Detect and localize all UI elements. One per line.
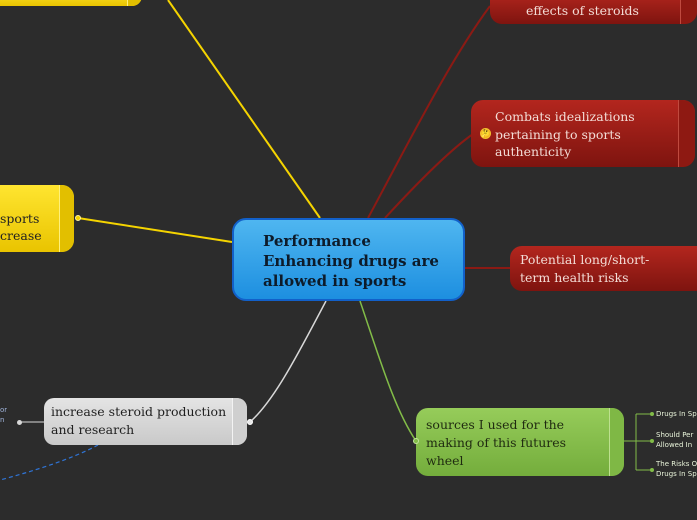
node-cap: [59, 185, 74, 252]
link-central-to-top-yellow: [167, 0, 321, 219]
red-node-combats-idealizations[interactable]: 🤔 Combats idealizations pertaining to sp…: [471, 100, 695, 167]
yellow-connector-dot: [75, 215, 81, 221]
yellow-node-label: sports crease: [0, 211, 42, 243]
thinking-face-icon: 🤔: [480, 128, 491, 139]
grey-node-label: increase steroid production and research: [51, 404, 227, 437]
green-node-label: sources I used for the making of this fu…: [426, 417, 567, 468]
node-cap: [678, 100, 695, 167]
link-central-to-red-top: [367, 5, 491, 219]
green-child-3[interactable]: The Risks O: [656, 460, 697, 468]
grey-left-text-line2: n: [0, 416, 5, 424]
green-connector-dot: [413, 438, 419, 444]
node-cap: [609, 408, 624, 476]
green-child-2-line2: Allowed In: [656, 441, 693, 449]
green-child-dot-1: [650, 412, 654, 416]
link-central-to-red-mid: [384, 133, 474, 219]
yellow-node-left[interactable]: sports crease: [0, 185, 74, 252]
red-node-effects-of-steroids[interactable]: 🤔 effects of steroids: [490, 0, 697, 24]
green-node-sources[interactable]: sources I used for the making of this fu…: [416, 408, 624, 476]
green-child-1[interactable]: Drugs In Sp: [656, 410, 697, 418]
central-topic[interactable]: Performance Enhancing drugs are allowed …: [232, 218, 465, 301]
link-central-to-grey: [249, 300, 327, 423]
grey-left-text-line1: or: [0, 406, 8, 414]
green-child-3-line2: Drugs In Sp: [656, 470, 697, 478]
green-child-2[interactable]: Should Per: [656, 431, 694, 439]
link-green-to-children: [624, 413, 652, 471]
grey-node-increase-steroid-production[interactable]: increase steroid production and research: [44, 398, 247, 445]
red-node-label: Combats idealizations pertaining to spor…: [495, 109, 635, 159]
red-node-health-risks[interactable]: Potential long/short-term health risks: [510, 246, 697, 291]
node-cap: [232, 398, 247, 445]
node-cap: [127, 0, 142, 6]
link-central-to-left-yellow: [77, 217, 233, 243]
green-child-dot-3: [650, 468, 654, 472]
dashed-relation-line: [0, 444, 99, 481]
link-central-to-green: [359, 300, 417, 442]
red-node-label: Potential long/short-term health risks: [520, 252, 650, 285]
green-child-dot-2: [650, 439, 654, 443]
grey-connector-dot: [247, 419, 253, 425]
grey-left-dot: [17, 420, 22, 425]
red-node-label: effects of steroids: [526, 3, 639, 18]
node-cap: [680, 0, 697, 24]
yellow-node-top[interactable]: [0, 0, 142, 6]
central-topic-label: Performance Enhancing drugs are allowed …: [263, 232, 439, 290]
